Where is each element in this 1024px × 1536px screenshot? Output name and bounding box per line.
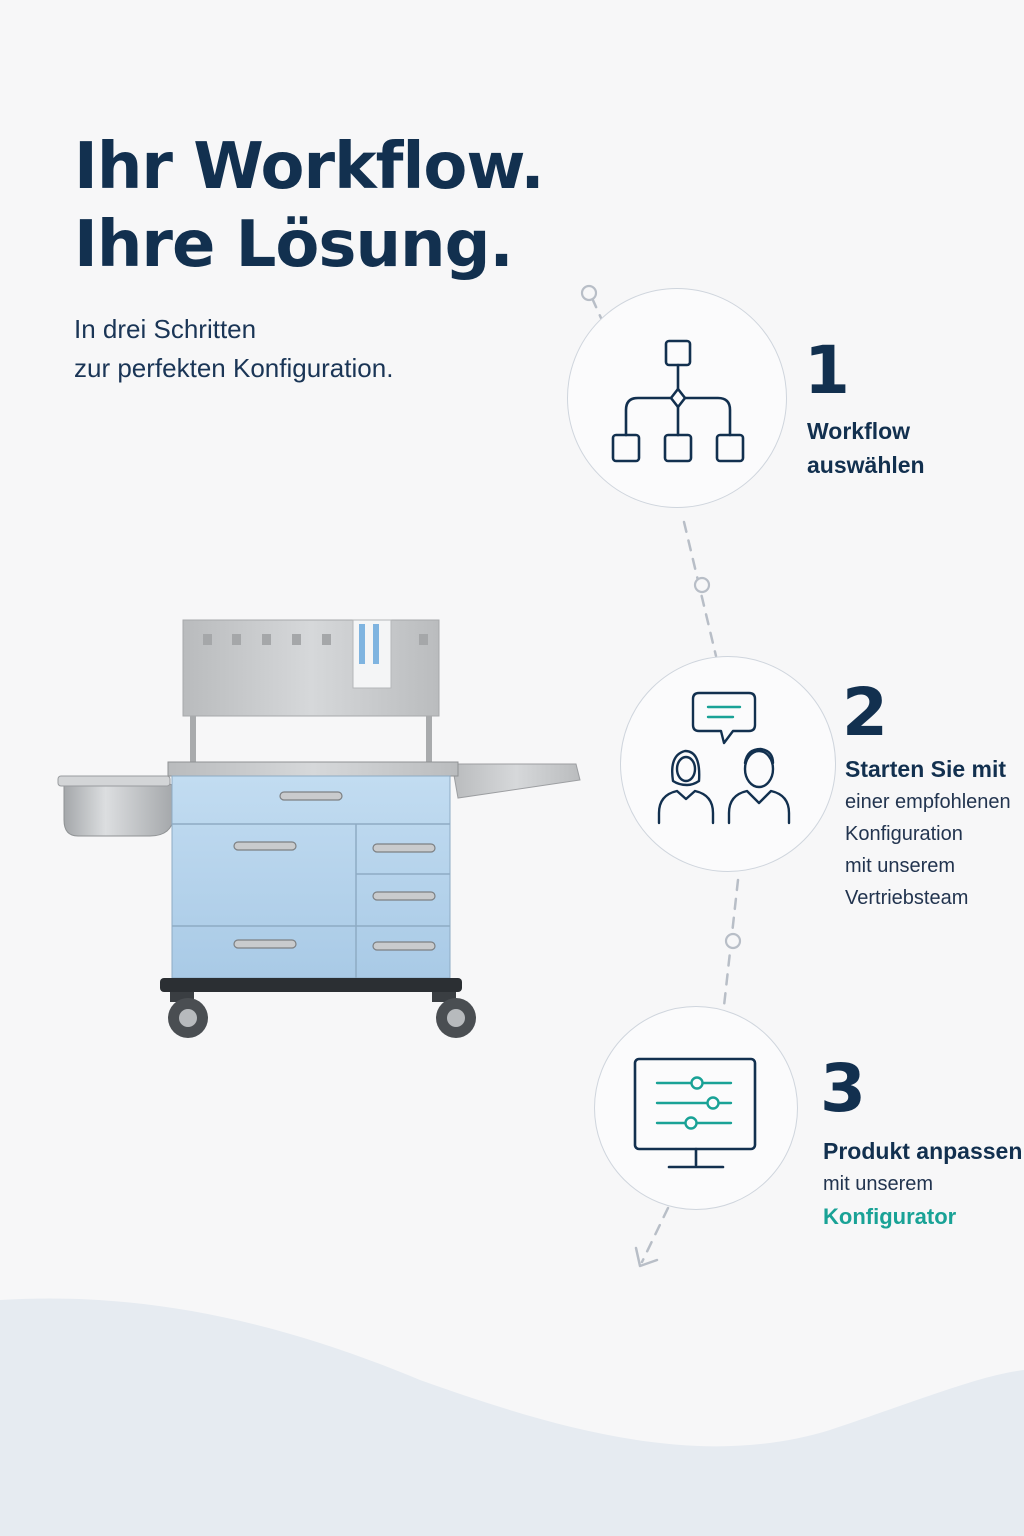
connector-node bbox=[724, 932, 742, 950]
step-2-text: Starten Sie mit einer empfohlenen Konfig… bbox=[845, 752, 1011, 914]
step-3-title: Produkt anpassen bbox=[823, 1138, 1023, 1164]
subline-line-2: zur perfekten Konfiguration. bbox=[74, 353, 394, 383]
step-3-line-1: mit unserem bbox=[823, 1173, 934, 1195]
connector-node bbox=[580, 284, 598, 302]
step-2-title: Starten Sie mit bbox=[845, 756, 1007, 782]
connector-arrow-icon bbox=[634, 1246, 659, 1268]
configurator-link[interactable]: Konfigurator bbox=[823, 1204, 957, 1229]
step-3-circle bbox=[594, 1006, 798, 1210]
headline-line-1: Ihr Workflow. bbox=[74, 130, 545, 204]
medical-cart-image bbox=[57, 619, 581, 1038]
headline-line-2: Ihre Lösung. bbox=[74, 208, 514, 282]
consultation-people-chat-icon bbox=[657, 691, 791, 825]
workflow-hierarchy-icon bbox=[611, 339, 745, 463]
step-1-text: Workflow auswählen bbox=[807, 414, 925, 482]
step-2-circle bbox=[620, 656, 836, 872]
step-2-line-1: einer empfohlenen bbox=[845, 791, 1011, 813]
step-3-text: Produkt anpassen mit unserem Konfigurato… bbox=[823, 1134, 1022, 1234]
step-3-number: 3 bbox=[820, 1050, 866, 1127]
page-headline: Ihr Workflow. Ihre Lösung. bbox=[74, 128, 545, 284]
step-2-line-3: mit unserem bbox=[845, 855, 956, 877]
monitor-sliders-icon bbox=[633, 1057, 757, 1169]
step-1-circle bbox=[567, 288, 787, 508]
step-1-title-line-2: auswählen bbox=[807, 452, 925, 478]
subline-line-1: In drei Schritten bbox=[74, 314, 257, 344]
connector-node bbox=[693, 576, 711, 594]
page-subline: In drei Schritten zur perfekten Konfigur… bbox=[74, 310, 393, 388]
step-2-number: 2 bbox=[842, 674, 888, 751]
step-1-title-line-1: Workflow bbox=[807, 418, 911, 444]
step-1-number: 1 bbox=[804, 332, 850, 409]
step-2-line-2: Konfiguration bbox=[845, 823, 963, 845]
step-2-line-4: Vertriebsteam bbox=[845, 887, 969, 909]
